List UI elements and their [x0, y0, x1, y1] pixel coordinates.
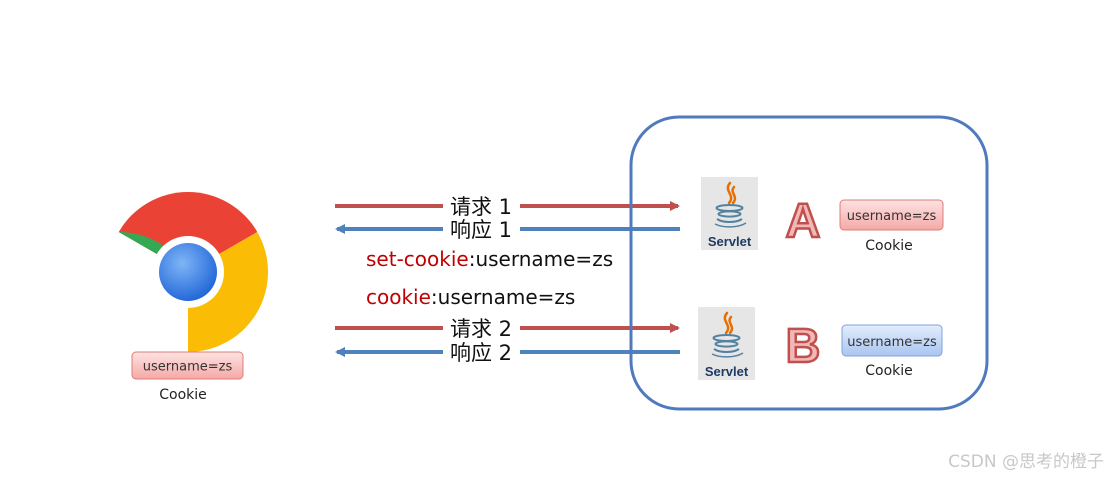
- request-2-label: 请求 2: [450, 317, 512, 341]
- response-2-label: 响应 2: [450, 341, 512, 365]
- servlet-a-cookie-caption: Cookie: [865, 238, 913, 254]
- chrome-browser-icon: [118, 191, 269, 352]
- servlet-a: Servlet: [701, 177, 758, 250]
- browser-cookie-badge: username=zs: [131, 351, 244, 380]
- servlet-b-icon-label: Servlet: [705, 364, 749, 379]
- watermark: CSDN @思考的橙子: [948, 452, 1104, 472]
- servlet-b-cookie-badge: username=zs: [841, 324, 943, 357]
- servlet-b-letter: B: [786, 320, 821, 373]
- set-cookie-value: :username=zs: [469, 247, 613, 271]
- browser-cookie-value: username=zs: [143, 360, 233, 375]
- cookie-keyword: cookie: [366, 285, 431, 309]
- set-cookie-keyword: set-cookie: [366, 247, 469, 271]
- servlet-b-cookie-caption: Cookie: [865, 363, 913, 379]
- server-container: [629, 115, 989, 411]
- servlet-a-letter: A: [786, 195, 821, 248]
- cookie-header: cookie:username=zs: [366, 285, 575, 309]
- servlet-b-cookie-value: username=zs: [847, 335, 937, 350]
- response-1-label: 响应 1: [450, 218, 512, 242]
- java-servlet-icon: Servlet: [701, 177, 758, 250]
- servlet-b: Servlet: [698, 307, 755, 380]
- java-servlet-icon: Servlet: [698, 307, 755, 380]
- cookie-header-value: :username=zs: [431, 285, 575, 309]
- browser-cookie-caption: Cookie: [159, 387, 207, 403]
- set-cookie-header: set-cookie:username=zs: [366, 247, 613, 271]
- servlet-a-cookie-badge: username=zs: [839, 199, 944, 231]
- servlet-a-icon-label: Servlet: [708, 234, 752, 249]
- servlet-a-cookie-value: username=zs: [847, 209, 937, 224]
- request-1-label: 请求 1: [450, 195, 512, 219]
